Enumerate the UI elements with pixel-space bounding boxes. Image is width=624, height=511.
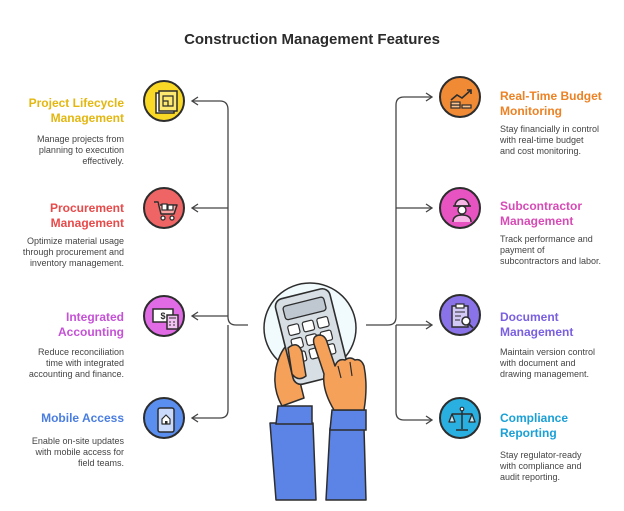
feature-circle-subcontractor xyxy=(439,187,481,229)
feature-desc: Enable on-site updates with mobile acces… xyxy=(31,436,124,468)
money-calculator-icon: $ xyxy=(152,308,179,330)
worker-icon xyxy=(452,198,472,223)
hands-calculator-illustration xyxy=(263,282,367,501)
arrow-right-2 xyxy=(425,203,434,213)
cart-icon xyxy=(154,201,178,221)
feature-title: Compliance Reporting xyxy=(500,411,569,440)
feature-title: Procurement Management xyxy=(49,201,124,230)
feature-title: Integrated Accounting xyxy=(58,310,124,339)
feature-desc: Maintain version control with document a… xyxy=(500,347,596,379)
scales-icon xyxy=(448,406,476,431)
blueprint-icon xyxy=(155,90,178,114)
feature-title: Subcontractor Management xyxy=(500,199,583,228)
feature-desc: Manage projects from planning to executi… xyxy=(36,134,124,166)
feature-title: Mobile Access xyxy=(41,411,124,425)
feature-title: Project Lifecycle Management xyxy=(28,96,124,125)
arrow-left-4 xyxy=(190,413,199,423)
svg-text:$: $ xyxy=(160,311,165,321)
feature-circle-accounting: $ xyxy=(143,295,185,337)
feature-circle-compliance xyxy=(439,397,481,439)
feature-title: Real-Time Budget Monitoring xyxy=(500,89,602,118)
feature-desc: Reduce reconciliation time with integrat… xyxy=(28,347,124,379)
mobile-icon xyxy=(157,407,175,433)
feature-circle-budget xyxy=(439,76,481,118)
arrow-left-2 xyxy=(190,203,199,213)
arrow-right-1 xyxy=(425,92,434,102)
document-search-icon xyxy=(451,303,474,329)
arrow-right-3 xyxy=(425,320,434,330)
feature-desc: Stay regulator-ready with compliance and… xyxy=(500,450,582,482)
feature-circle-document xyxy=(439,294,481,336)
feature-circle-procurement xyxy=(143,187,185,229)
feature-desc: Stay financially in control with real-ti… xyxy=(500,124,600,156)
feature-title: Document Management xyxy=(500,310,574,339)
page-title: Construction Management Features xyxy=(184,31,440,48)
arrow-right-4 xyxy=(425,415,434,425)
feature-desc: Track performance and payment of subcont… xyxy=(500,234,602,266)
budget-chart-icon xyxy=(450,89,472,109)
arrow-left-1 xyxy=(190,96,199,106)
feature-desc: Optimize material usage through procurem… xyxy=(22,236,124,268)
arrow-left-3 xyxy=(190,311,199,321)
right-trunk-line xyxy=(366,96,432,421)
left-trunk-line xyxy=(192,100,248,419)
feature-circle-project-lifecycle xyxy=(143,80,185,122)
feature-circle-mobile xyxy=(143,397,185,439)
